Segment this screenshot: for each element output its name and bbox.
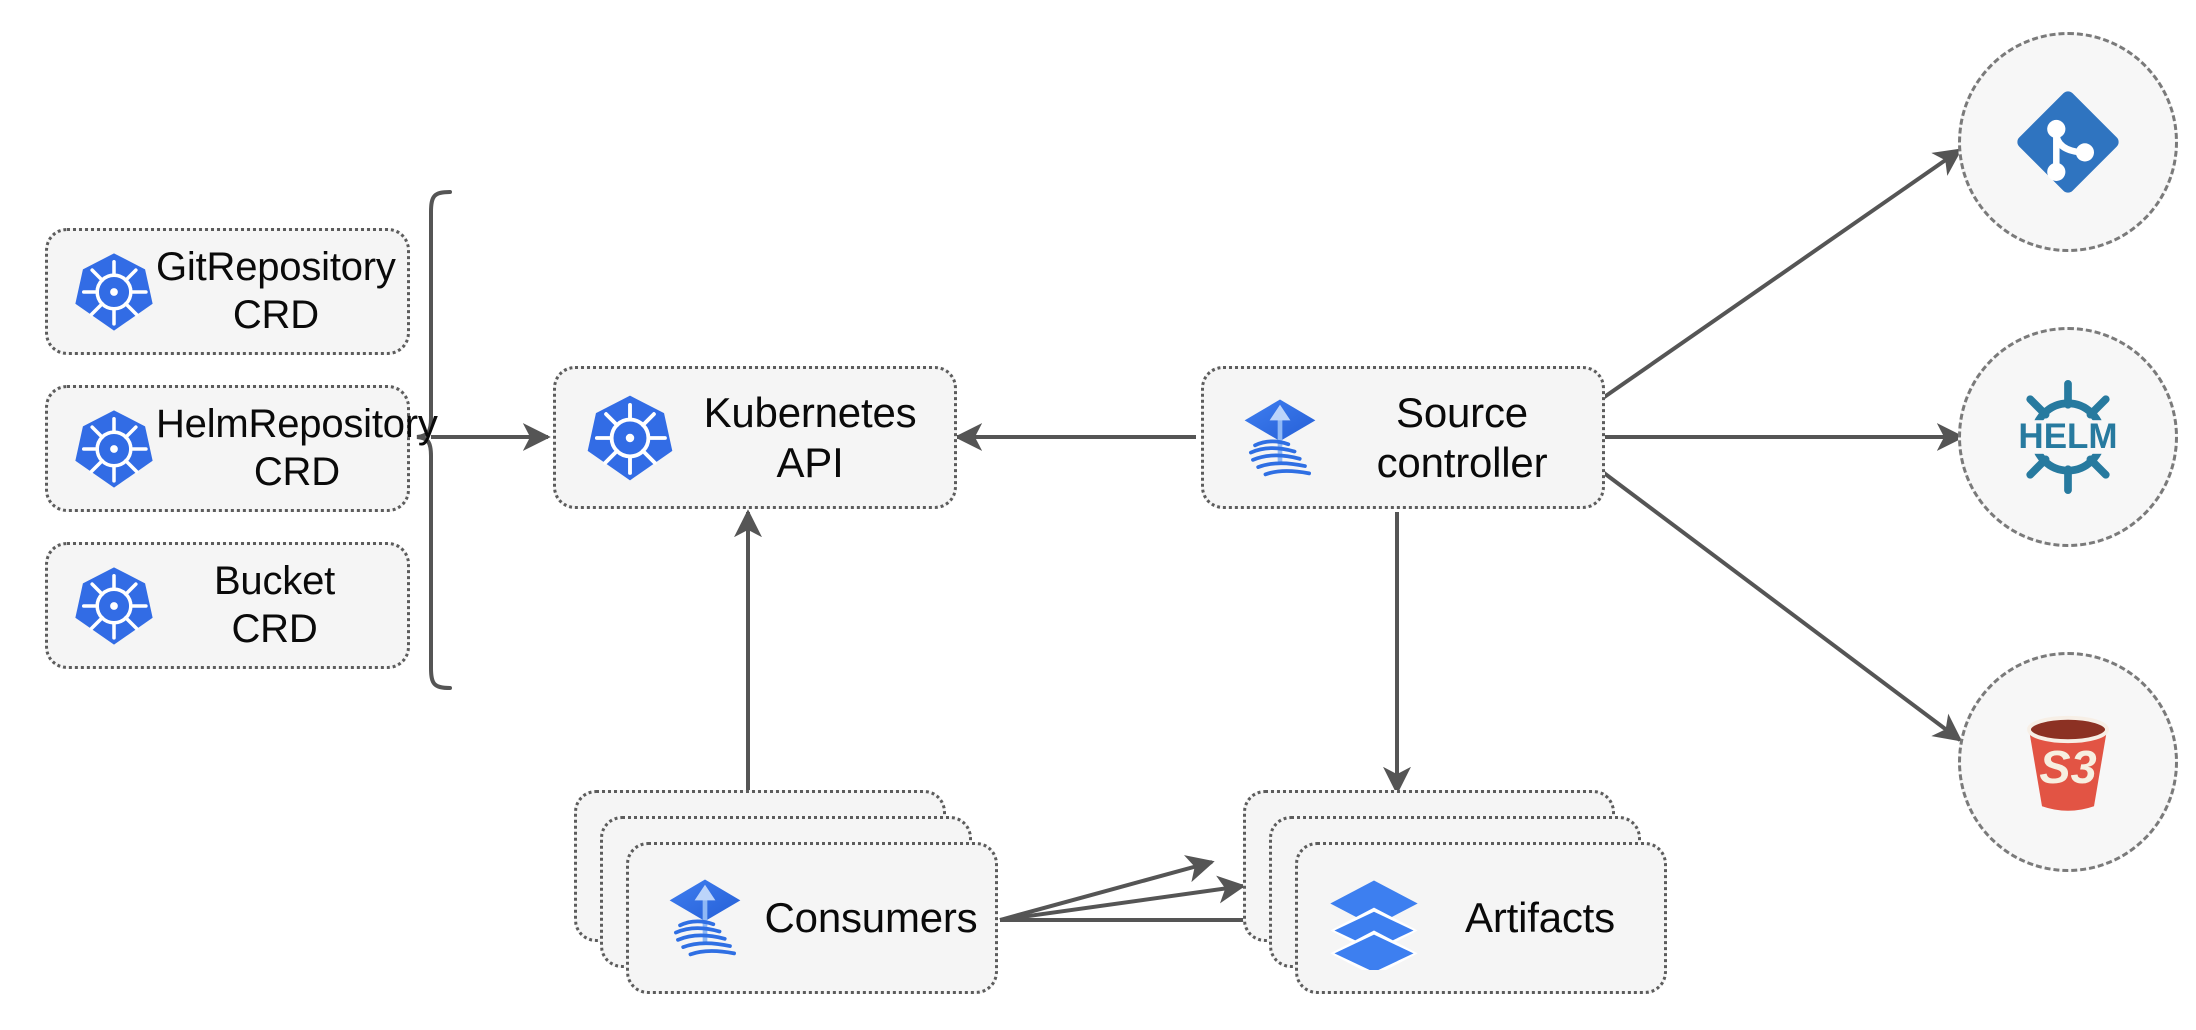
kubernetes-icon bbox=[72, 250, 156, 334]
node-artifacts[interactable]: Artifacts bbox=[1295, 842, 1667, 994]
node-label: Kubernetes API bbox=[703, 388, 917, 486]
layers-icon bbox=[1322, 866, 1426, 970]
flux-icon bbox=[1228, 386, 1332, 490]
crd-card-gitrepository[interactable]: GitRepository CRD bbox=[45, 228, 410, 355]
node-kubernetes-api[interactable]: Kubernetes API bbox=[553, 366, 957, 509]
crd-label: Bucket CRD bbox=[213, 559, 336, 651]
node-label: Artifacts bbox=[1465, 894, 1615, 942]
crd-label: GitRepository CRD bbox=[156, 245, 396, 337]
kubernetes-icon bbox=[72, 564, 156, 648]
crd-label: HelmRepository CRD bbox=[156, 402, 438, 494]
edge-consumers-to-artifacts-1 bbox=[999, 855, 1215, 922]
crd-card-helmrepository[interactable]: HelmRepository CRD bbox=[45, 385, 438, 512]
edge-source-to-s3 bbox=[1598, 468, 1963, 742]
flux-icon bbox=[653, 866, 757, 970]
s3-bucket-icon: S3 bbox=[2003, 697, 2133, 827]
node-label: Source controller bbox=[1376, 388, 1548, 486]
helm-label: HELM bbox=[2018, 417, 2117, 456]
external-git[interactable] bbox=[1958, 32, 2178, 252]
node-label: Consumers bbox=[764, 894, 978, 942]
kubernetes-icon bbox=[72, 407, 156, 491]
kubernetes-icon bbox=[584, 392, 676, 484]
external-s3[interactable]: S3 bbox=[1958, 652, 2178, 872]
node-consumers[interactable]: Consumers bbox=[626, 842, 998, 994]
crd-card-bucket[interactable]: Bucket CRD bbox=[45, 542, 410, 669]
external-helm[interactable]: HELM bbox=[1958, 327, 2178, 547]
s3-label: S3 bbox=[2039, 741, 2096, 793]
git-icon bbox=[2003, 77, 2133, 207]
edge-consumers-to-artifacts-2 bbox=[999, 875, 1246, 922]
node-source-controller[interactable]: Source controller bbox=[1201, 366, 1605, 509]
edge-source-to-git bbox=[1598, 148, 1963, 402]
helm-icon: HELM bbox=[1998, 367, 2138, 507]
